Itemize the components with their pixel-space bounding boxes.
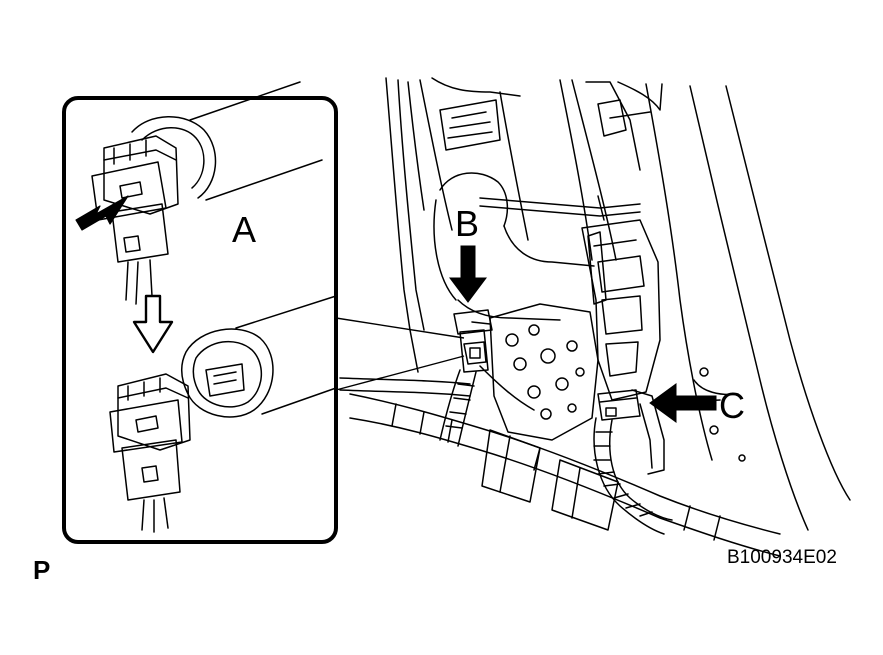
release-arrow-icon	[75, 195, 129, 231]
vehicle-body-drawing	[339, 77, 851, 557]
pointer-arrow-b-icon	[449, 245, 487, 303]
inset-lower-connector	[109, 295, 337, 533]
inset-upper-connector	[91, 81, 323, 305]
callout-label-b: B	[455, 203, 479, 244]
corner-letter: P	[33, 555, 50, 585]
callout-label-c: C	[719, 385, 745, 426]
disconnect-arrow-icon	[132, 294, 174, 354]
figure-id: B100934E02	[727, 547, 837, 568]
inset-leader-lines	[335, 317, 465, 391]
callout-label-a: A	[232, 209, 256, 250]
inset-frame	[62, 96, 338, 544]
pointer-arrow-c-icon	[649, 383, 717, 423]
